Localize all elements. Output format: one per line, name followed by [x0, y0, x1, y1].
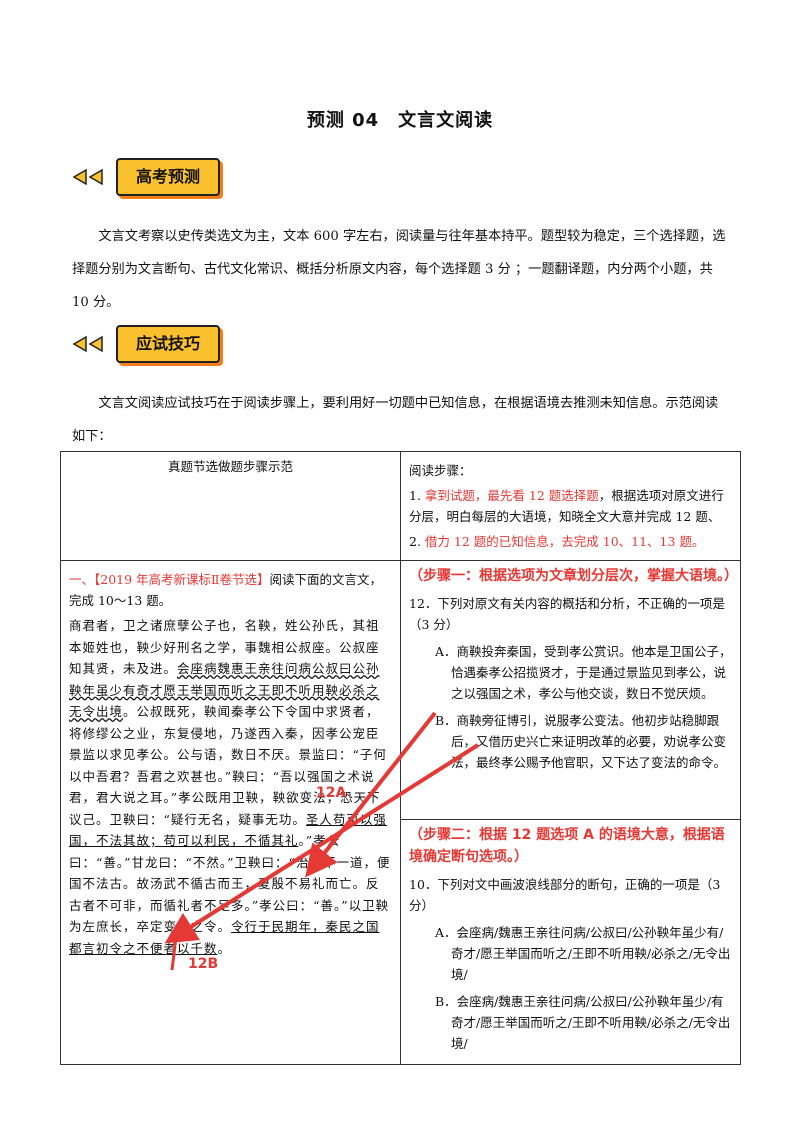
- wavy-underlined-text: 会座病魏惠王亲往问病公叔曰公孙鞅年虽少有奇才愿王举国而听之王即不听用鞅必杀之无令…: [69, 661, 380, 719]
- step-a-cell: （步骤一：根据选项为文章划分层次，掌握大语境。） 12．下列对原文有关内容的概括…: [400, 560, 741, 820]
- left-header-cell: 真题节选做题步骤示范: [60, 451, 401, 561]
- badge-label: 应试技巧: [116, 325, 221, 363]
- step-a-heading: （步骤一：根据选项为文章划分层次，掌握大语境。）: [409, 568, 738, 584]
- question-10: 10．下列对文中画波浪线部分的断句，正确的一项是（3 分）: [409, 877, 721, 913]
- passage-intro: 一、【2019 年高考新课标Ⅱ卷节选】阅读下面的文言文，完成 10～13 题。: [69, 572, 383, 608]
- demo-table: 真题节选做题步骤示范 阅读步骤： 1. 拿到试题，最先看 12 题选择题，根据选…: [60, 451, 741, 1065]
- section-badge-tips: 应试技巧: [72, 324, 221, 364]
- right-header-cell: 阅读步骤： 1. 拿到试题，最先看 12 题选择题，根据选项对原文进行分层，明白…: [400, 451, 741, 561]
- classical-text-cell: 一、【2019 年高考新课标Ⅱ卷节选】阅读下面的文言文，完成 10～13 题。 …: [60, 560, 401, 1065]
- step2: 2. 借力 12 题的已知信息，去完成 10、11、13 题。: [409, 534, 705, 549]
- tips-paragraph: 文言文阅读应试技巧在于阅读步骤上，要利用好一切题中已知信息，在根据语境去推测未知…: [72, 396, 719, 444]
- intro-paragraph: 文言文考察以史传类选文为主，文本 600 字左右，阅读量与往年基本持平。题型较为…: [72, 229, 726, 310]
- q10-option-b: B．会座病/魏惠王亲往问病/公叔曰/公孙鞅年虽少/有奇才/愿王举国而听之/王即不…: [435, 994, 731, 1051]
- section-badge-forecast: 高考预测: [72, 157, 221, 197]
- step1: 1. 拿到试题，最先看 12 题选择题，根据选项对原文进行分层，明白每层的大语境…: [409, 488, 724, 524]
- q12-option-b: B．商鞅旁征博引，说服孝公变法。他初步站稳脚跟后，又借历史兴亡来证明改革的必要，…: [435, 713, 727, 770]
- classical-passage: 商君者，卫之诸庶孽公子也，名鞅，姓公孙氏，其祖本姬姓也，鞅少好刑名之学，事魏相公…: [69, 618, 391, 956]
- badge-label: 高考预测: [116, 158, 221, 196]
- question-12: 12．下列对原文有关内容的概括和分析，不正确的一项是（3 分）: [409, 596, 725, 632]
- page-title: 预测 04 文言文阅读: [306, 110, 494, 131]
- right-header: 阅读步骤：: [409, 463, 472, 478]
- left-header: 真题节选做题步骤示范: [167, 459, 293, 474]
- step-b-heading: （步骤二：根据 12 题选项 A 的语境大意，根据语境确定断句选项。）: [409, 827, 725, 865]
- q12-option-a: A．商鞅投奔秦国，受到孝公赏识。他本是卫国公子，恰遇秦孝公招揽贤才，于是通过景监…: [435, 644, 732, 701]
- double-arrow-icon: [72, 335, 103, 353]
- q10-option-a: A．会座病/魏惠王亲往问病/公叔曰/公孙鞅年虽少有/奇才/愿王举国而听之/王即不…: [435, 925, 731, 982]
- step-b-cell: （步骤二：根据 12 题选项 A 的语境大意，根据语境确定断句选项。） 10．下…: [400, 819, 741, 1065]
- double-arrow-icon: [72, 168, 103, 186]
